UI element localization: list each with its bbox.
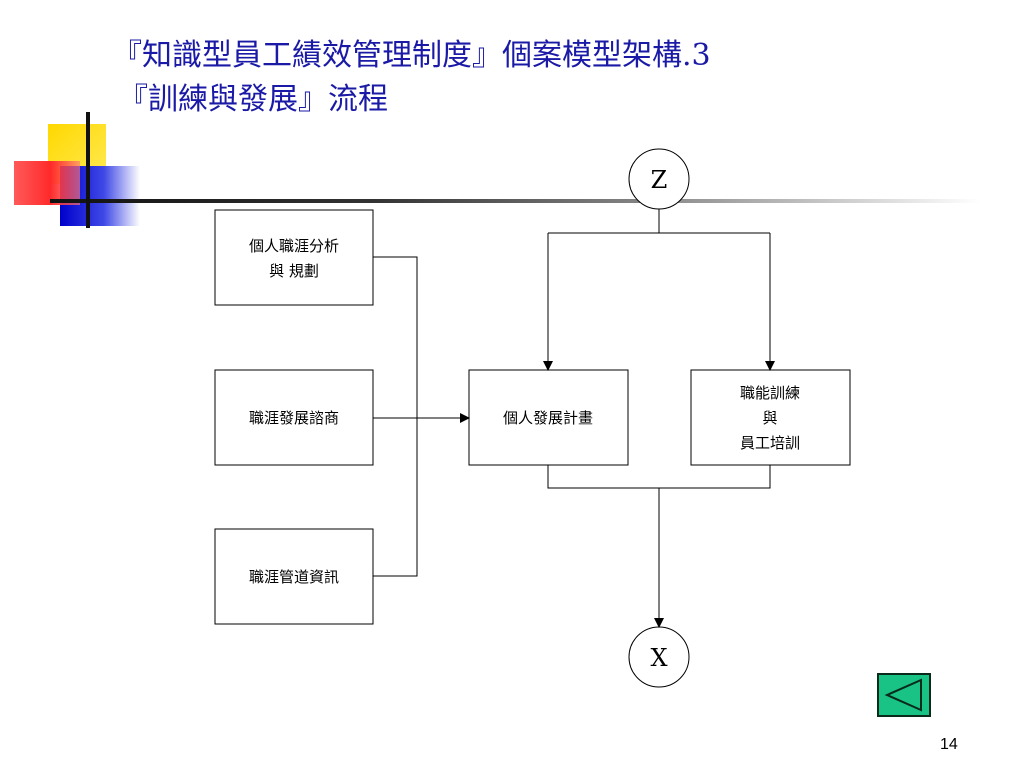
decor-red-square (14, 161, 80, 205)
left-merge-bracket (373, 256, 418, 577)
box-competency-training: 職能訓練 與 員工培訓 (690, 369, 851, 466)
title-line-2: 『訓練與發展』流程 (118, 82, 388, 117)
connector-z-label: Z (651, 166, 668, 194)
box-competency-training-line-2: 與 (762, 409, 777, 427)
title-line-1: 『知識型員工績效管理制度』個案模型架構.3 (112, 38, 711, 73)
box-career-analysis-line-2: 與 規劃 (269, 262, 319, 280)
page-number: 14 (940, 736, 958, 753)
box-career-counseling-line-1: 職涯發展諮商 (249, 409, 339, 427)
connector-x: X (628, 626, 690, 688)
slide-title: 『知識型員工績效管理制度』個案模型架構.3 『訓練與發展』流程 (112, 34, 711, 122)
back-button[interactable] (877, 673, 931, 717)
connector-z: Z (628, 148, 690, 210)
box-competency-training-line-1: 職能訓練 (740, 384, 800, 402)
decor-vertical-rule (86, 112, 90, 228)
box-career-path-info-line-1: 職涯管道資訊 (249, 568, 339, 586)
decor-horizontal-rule (50, 199, 980, 203)
back-triangle-icon (884, 678, 922, 712)
bottom-merge-bracket (547, 465, 771, 489)
box-personal-development-plan-line-1: 個人發展計畫 (503, 409, 593, 427)
box-career-analysis-line-1: 個人職涯分析 (249, 237, 339, 255)
box-competency-training-line-3: 員工培訓 (740, 434, 800, 452)
box-career-path-info: 職涯管道資訊 (214, 528, 374, 625)
box-personal-development-plan: 個人發展計畫 (468, 369, 629, 466)
box-career-counseling: 職涯發展諮商 (214, 369, 374, 466)
box-career-analysis: 個人職涯分析 與 規劃 (214, 209, 374, 306)
connector-x-label: X (650, 644, 667, 672)
